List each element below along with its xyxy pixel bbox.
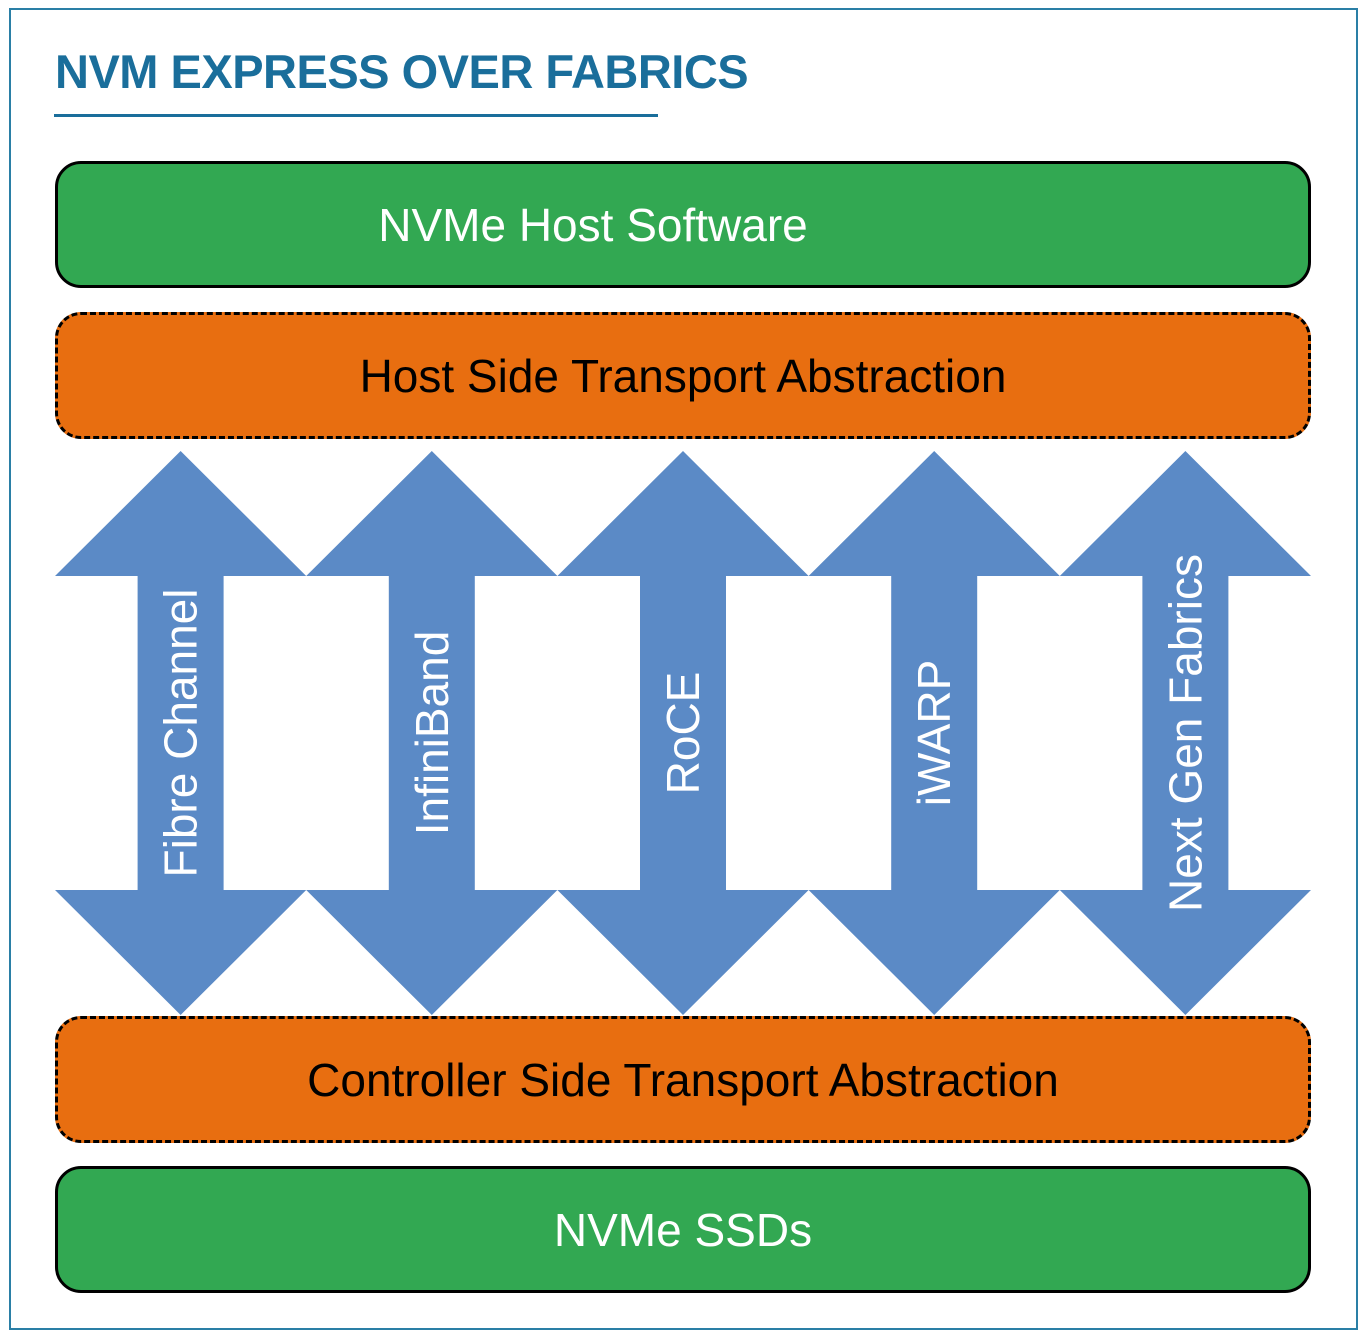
layer-host-side-transport: Host Side Transport Abstraction (55, 312, 1311, 439)
layer-label: NVMe Host Software (378, 198, 808, 251)
fabric-arrow-next-gen-fabrics (1059, 451, 1311, 1015)
fabric-arrow-infiniband (306, 451, 558, 1015)
fabric-label: Next Gen Fabrics (1159, 554, 1211, 912)
fabric-label: RoCE (657, 672, 709, 795)
diagram-frame (9, 8, 1358, 1330)
layer-label: Host Side Transport Abstraction (359, 349, 1007, 402)
fabric-arrow-fibre-channel (55, 451, 307, 1015)
fabric-label: Fibre Channel (155, 589, 207, 878)
layer-label: Controller Side Transport Abstraction (307, 1053, 1059, 1106)
diagram-title: NVM EXPRESS OVER FABRICS (55, 45, 749, 98)
layer-nvme-host-software: NVMe Host Software (55, 161, 1311, 288)
fabric-arrow-iwarp (808, 451, 1060, 1015)
layer-controller-side-transport: Controller Side Transport Abstraction (55, 1016, 1311, 1143)
layer-nvme-ssds: NVMe SSDs (55, 1166, 1311, 1293)
title-underline (54, 114, 658, 117)
layer-label: NVMe SSDs (553, 1203, 813, 1256)
fabric-arrow-roce (557, 451, 809, 1015)
fabric-label: InfiniBand (406, 631, 458, 836)
fabric-label: iWARP (908, 660, 960, 807)
